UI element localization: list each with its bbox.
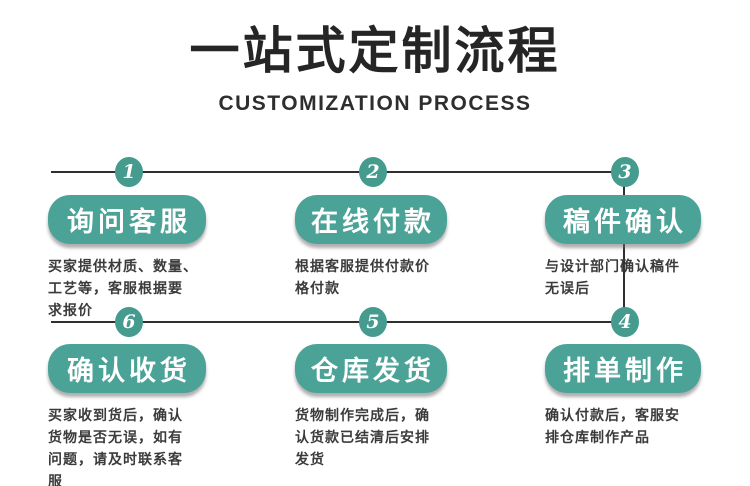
step-1-number-badge: 1 — [115, 157, 143, 187]
step-5-label: 仓库发货 — [295, 344, 447, 393]
step-6-label: 确认收货 — [48, 344, 206, 393]
step-3-label: 稿件确认 — [545, 195, 701, 244]
step-2-description: 根据客服提供付款价 格付款 — [295, 258, 430, 296]
step-3-description: 与设计部门确认稿件 无误后 — [545, 258, 680, 296]
page-subtitle: CUSTOMIZATION PROCESS — [218, 92, 532, 115]
step-4-description: 确认付款后，客服安 排仓库制作产品 — [545, 407, 680, 445]
step-3-number-badge: 3 — [611, 157, 639, 187]
page-title: 一站式定制流程 — [189, 23, 561, 79]
connector-line-bottom — [51, 321, 625, 323]
step-6-number-badge: 6 — [115, 307, 143, 337]
step-4-label: 排单制作 — [545, 344, 701, 393]
step-5-number-badge: 5 — [359, 307, 387, 337]
step-1-label: 询问客服 — [48, 195, 206, 244]
step-6-description: 买家收到货后，确认 货物是否无误，如有 问题，请及时联系客 服 — [48, 407, 183, 486]
step-2-number-badge: 2 — [359, 157, 387, 187]
step-4-number-badge: 4 — [611, 307, 639, 337]
step-1-description: 买家提供材质、数量、 工艺等，客服根据要 求报价 — [48, 258, 198, 318]
connector-line-vertical — [623, 171, 625, 323]
step-5-description: 货物制作完成后，确 认货款已结清后安排 发货 — [295, 407, 430, 467]
connector-line-top — [51, 171, 625, 173]
step-2-label: 在线付款 — [295, 195, 447, 244]
